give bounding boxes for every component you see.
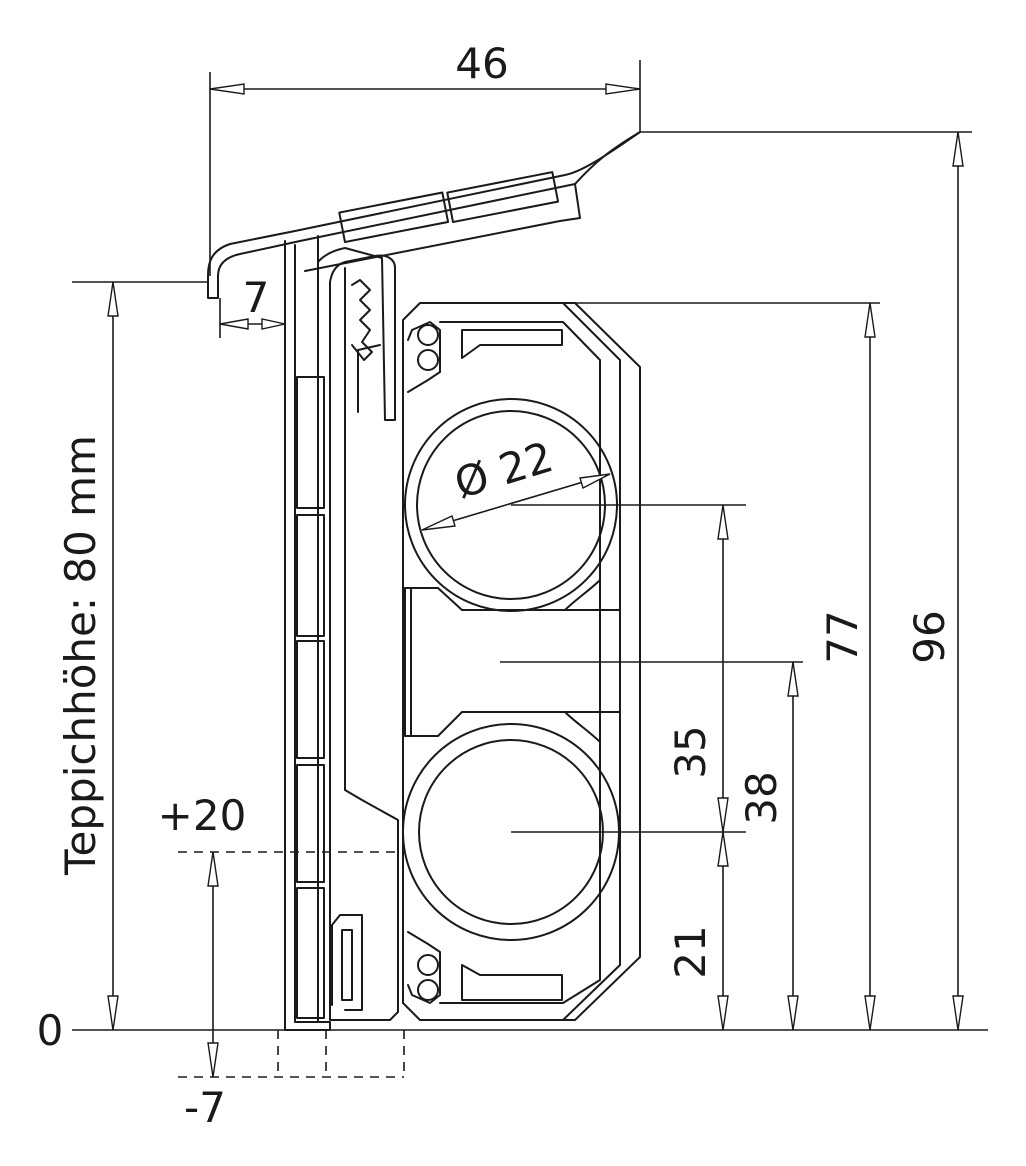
label-body-height: 77 <box>818 610 867 663</box>
label-diameter: Ø 22 <box>449 432 559 508</box>
label-mid-height: 38 <box>737 771 786 824</box>
label-lip-width: 7 <box>243 273 270 322</box>
offset-lines <box>178 851 405 1078</box>
label-total-height: 96 <box>905 610 954 663</box>
front-plate <box>284 235 331 1031</box>
dimension-lines <box>112 88 959 1077</box>
label-minus-offset: -7 <box>184 1083 226 1132</box>
label-carpet-height: Teppichhöhe: 80 mm <box>56 435 105 876</box>
label-top-width: 46 <box>455 39 508 88</box>
cable-duct <box>402 302 641 1021</box>
clip-arm <box>317 247 399 1021</box>
reference-lines <box>72 60 988 1031</box>
label-zero: 0 <box>37 1006 64 1055</box>
dimension-labels: 46 7 Ø 22 Teppichhöhe: 80 mm 0 +20 -7 35… <box>37 39 954 1132</box>
cover-profile <box>207 131 641 299</box>
dimension-arrows <box>107 83 964 1078</box>
label-lower-center: 21 <box>666 925 715 978</box>
label-pitch: 35 <box>666 725 715 778</box>
label-plus-offset: +20 <box>158 791 247 840</box>
